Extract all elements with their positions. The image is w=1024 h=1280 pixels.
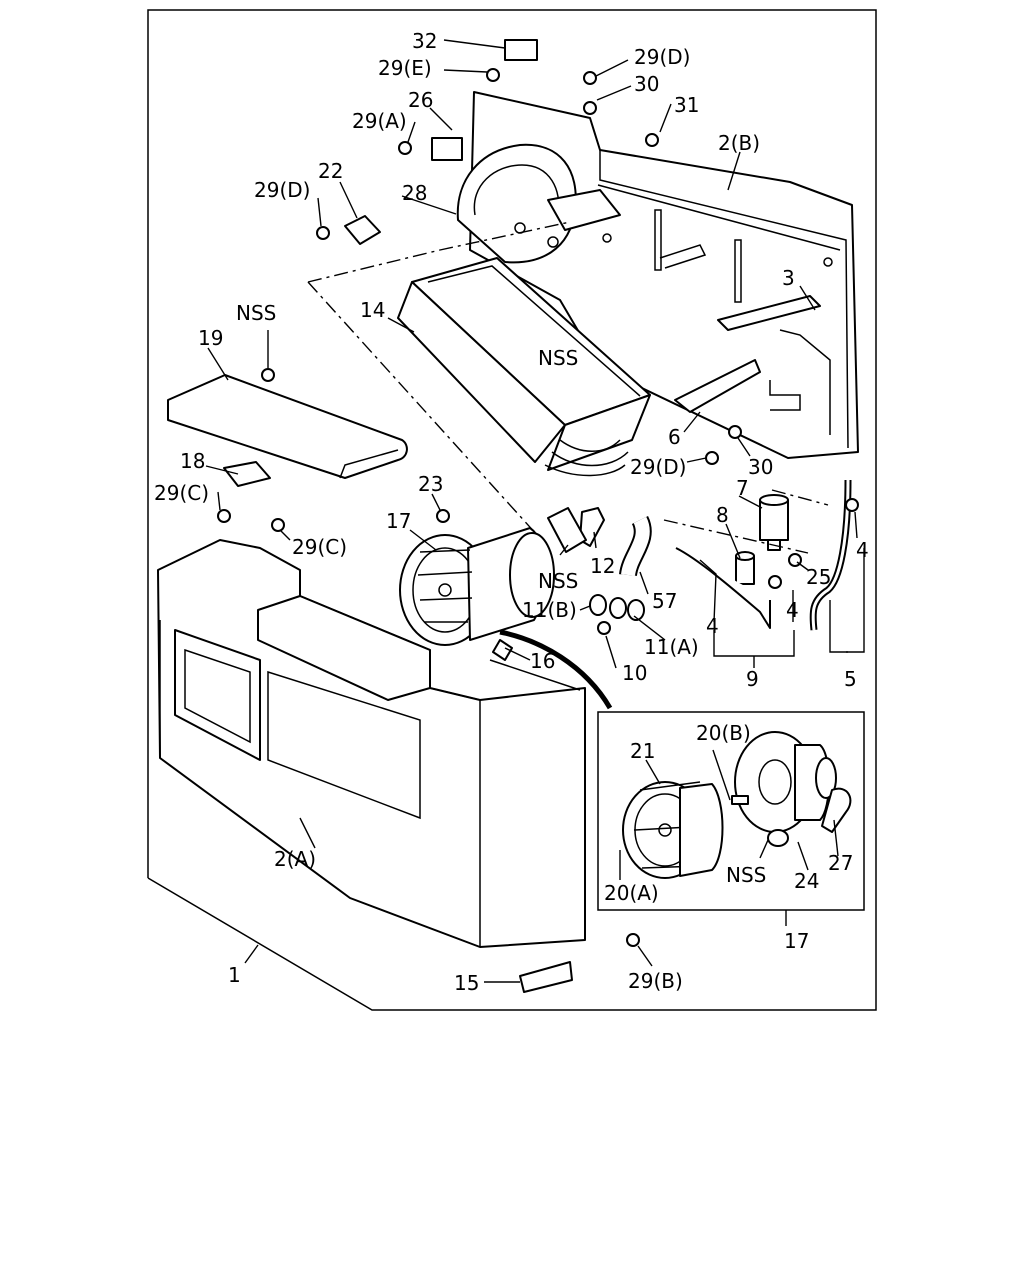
callout-30-mid: 30 <box>748 455 773 479</box>
callout-29e: 29(E) <box>378 56 432 80</box>
assembly-line-2 <box>307 281 539 537</box>
callout-11a: 11(A) <box>644 635 699 659</box>
callout-4-right: 4 <box>856 538 869 562</box>
callout-29d-top: 29(D) <box>634 45 690 69</box>
callout-2b: 2(B) <box>718 131 760 155</box>
callout-17-main: 17 <box>386 509 411 533</box>
heater-strip-6 <box>674 359 761 413</box>
leader-lines <box>205 39 865 983</box>
assembly-line-3 <box>663 519 809 554</box>
lower-case-2a <box>157 539 586 948</box>
callout-nss-clip: NSS <box>538 569 578 593</box>
assembly-line-4 <box>771 489 829 506</box>
callout-4-b: 4 <box>786 598 799 622</box>
heater-core-14 <box>397 257 651 477</box>
callout-22: 22 <box>318 159 343 183</box>
callout-30-top: 30 <box>634 72 659 96</box>
callout-1: 1 <box>228 963 241 987</box>
callout-29b: 29(B) <box>628 969 683 993</box>
callout-12: 12 <box>590 554 615 578</box>
callout-15: 15 <box>454 971 479 995</box>
callout-14: 14 <box>360 298 385 322</box>
callout-20a: 20(A) <box>604 881 659 905</box>
inset-blower-wheel-21 <box>622 781 724 879</box>
callout-24: 24 <box>794 869 819 893</box>
callout-3: 3 <box>782 266 795 290</box>
callout-25: 25 <box>806 565 831 589</box>
callout-18: 18 <box>180 449 205 473</box>
clip-16 <box>492 639 513 661</box>
clamp-11 <box>589 594 645 621</box>
callout-20b: 20(B) <box>696 721 751 745</box>
nss-card <box>547 507 587 553</box>
callout-6: 6 <box>668 425 681 449</box>
callout-31: 31 <box>674 93 699 117</box>
callout-29a: 29(A) <box>352 109 407 133</box>
blower-inset-box <box>597 711 865 911</box>
bracket-18 <box>223 461 271 487</box>
callout-16: 16 <box>530 649 555 673</box>
callout-23: 23 <box>418 472 443 496</box>
callout-11b: 11(B) <box>522 598 577 622</box>
pipe-9 <box>675 547 771 629</box>
callout-19: 19 <box>198 326 223 350</box>
callout-2a: 2(A) <box>274 847 316 871</box>
callout-29c-right: 29(C) <box>292 535 347 559</box>
diagram-boundary <box>147 9 877 1011</box>
callout-9: 9 <box>746 667 759 691</box>
valve-7 <box>759 494 789 551</box>
callout-10: 10 <box>622 661 647 685</box>
relay-26 <box>431 137 463 161</box>
callout-17-inset: 17 <box>784 929 809 953</box>
callout-28: 28 <box>402 181 427 205</box>
valve-8 <box>735 551 755 585</box>
callout-29d-left: 29(D) <box>254 178 310 202</box>
inset-motor <box>731 731 852 847</box>
callout-26: 26 <box>408 88 433 112</box>
callout-8: 8 <box>716 503 729 527</box>
callout-57: 57 <box>652 589 677 613</box>
callout-21: 21 <box>630 739 655 763</box>
callout-nss-inset: NSS <box>726 863 766 887</box>
callout-5: 5 <box>844 667 857 691</box>
connector-32 <box>504 39 538 61</box>
callout-4-a: 4 <box>706 614 719 638</box>
callout-29c-left: 29(C) <box>154 481 209 505</box>
blower-motor-17 <box>399 527 555 646</box>
callout-32: 32 <box>412 29 437 53</box>
resistor-22 <box>344 215 381 245</box>
plate-15 <box>519 961 573 993</box>
callout-29d-mid: 29(D) <box>630 455 686 479</box>
callout-27: 27 <box>828 851 853 875</box>
callout-nss-screw: NSS <box>236 301 276 325</box>
cover-plate-19 <box>167 374 408 479</box>
callout-nss-mid: NSS <box>538 346 578 370</box>
assembly-line-1 <box>307 221 571 283</box>
callout-7: 7 <box>736 476 749 500</box>
fasteners <box>217 68 859 947</box>
bracket-16 <box>499 629 613 710</box>
callout-labels: 32 29(E) 29(D) 30 31 26 29(A) 2(B) 22 29… <box>154 29 869 995</box>
